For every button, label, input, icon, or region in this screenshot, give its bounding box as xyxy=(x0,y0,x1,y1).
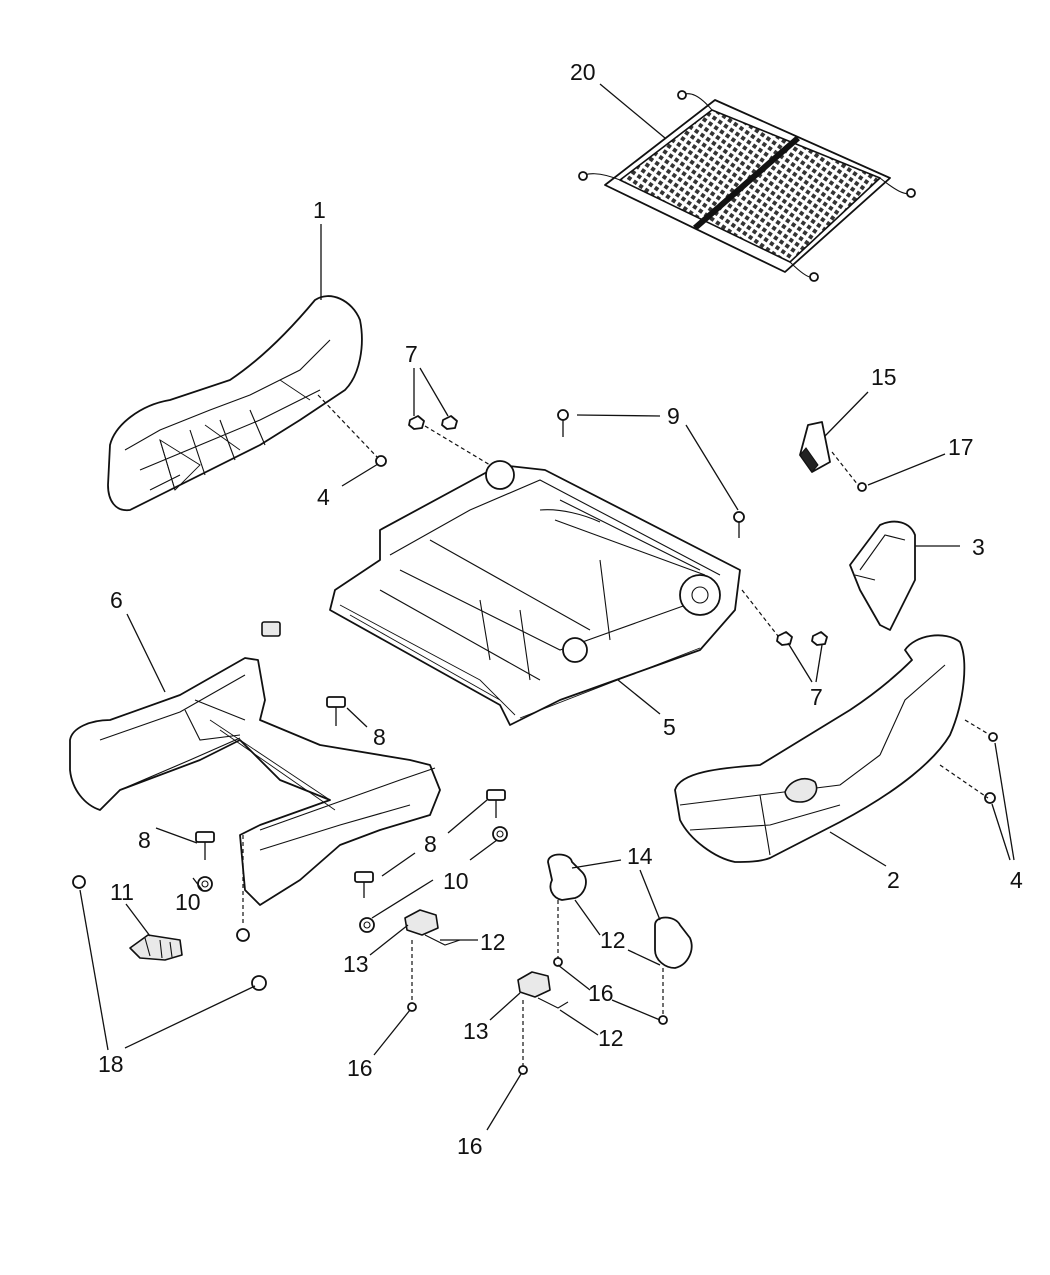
callout-labels: 20 1 7 9 15 17 4 3 6 7 8 5 8 8 10 10 14 … xyxy=(98,59,1023,1159)
callout-11: 11 xyxy=(110,879,134,905)
callout-4-right: 4 xyxy=(1010,867,1023,893)
callout-17: 17 xyxy=(948,434,974,460)
small-clip-part xyxy=(261,621,281,637)
lever-handle-part xyxy=(799,421,831,473)
callout-8-a: 8 xyxy=(373,724,386,750)
callout-20: 20 xyxy=(570,59,596,85)
callout-16-b: 16 xyxy=(347,1055,373,1081)
callout-5: 5 xyxy=(663,714,676,740)
seat-adjuster-frame-part xyxy=(329,460,741,726)
left-side-shield-part xyxy=(107,295,363,512)
callout-16-c: 16 xyxy=(457,1133,483,1159)
leader-lines xyxy=(79,83,1015,1131)
harness-clips xyxy=(242,835,693,1075)
callout-15: 15 xyxy=(871,364,897,390)
callout-1: 1 xyxy=(313,197,326,223)
callout-4-left: 4 xyxy=(317,484,330,510)
callout-12-c: 12 xyxy=(598,1025,624,1051)
callout-12-b: 12 xyxy=(600,927,626,953)
callout-12-a: 12 xyxy=(480,929,506,955)
side-trim-cover-part xyxy=(849,520,916,631)
callout-16-a: 16 xyxy=(588,980,614,1006)
callout-8-b: 8 xyxy=(138,827,151,853)
callout-8-c: 8 xyxy=(424,831,437,857)
cargo-net-part xyxy=(578,90,916,282)
seat-base-riser-part xyxy=(69,657,441,906)
callout-13-b: 13 xyxy=(463,1018,489,1044)
callout-10-b: 10 xyxy=(443,868,469,894)
callout-2: 2 xyxy=(887,867,900,893)
callout-14: 14 xyxy=(627,843,653,869)
bracket-part xyxy=(129,934,183,961)
callout-7-top: 7 xyxy=(405,341,418,367)
callout-10-a: 10 xyxy=(175,889,201,915)
callout-3: 3 xyxy=(972,534,985,560)
fasteners xyxy=(72,409,998,991)
callout-6: 6 xyxy=(110,587,123,613)
callout-9: 9 xyxy=(667,403,680,429)
callout-7-right: 7 xyxy=(810,684,823,710)
callout-13-a: 13 xyxy=(343,951,369,977)
right-side-shield-part xyxy=(674,634,966,863)
callout-18: 18 xyxy=(98,1051,124,1077)
